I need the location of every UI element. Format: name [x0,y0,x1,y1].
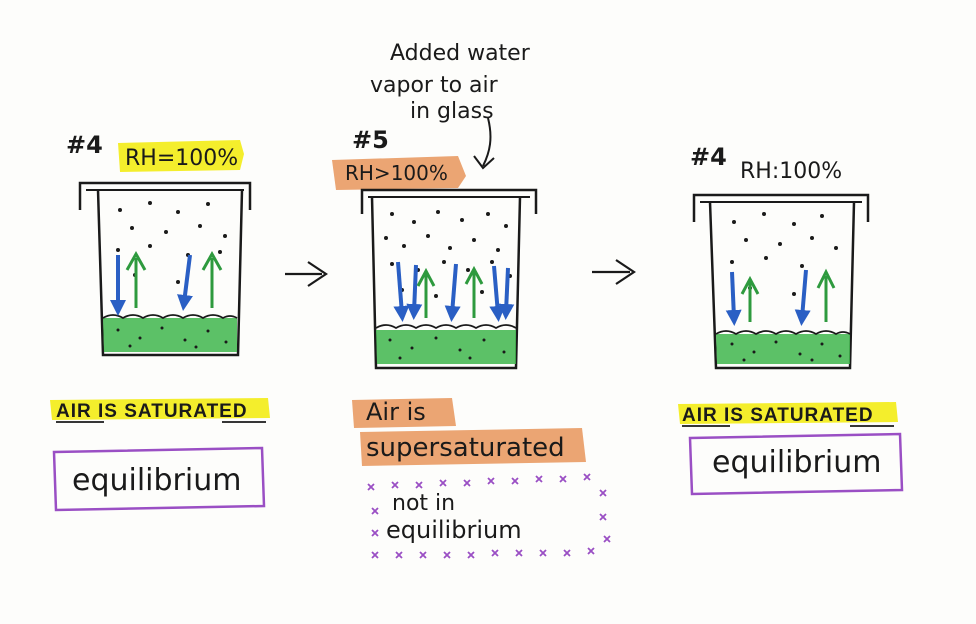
state-label-2b: supersaturated [366,433,565,463]
annotation-line-3: in glass [410,99,494,124]
glass-2 [360,188,538,370]
water-dots-3 [730,340,842,362]
condensation-arrow-2e [498,267,515,320]
condensation-arrow-2a [393,261,410,322]
state-highlight-2a [352,398,456,428]
water-1 [103,318,237,352]
state-label-3: AIR IS SATURATED [682,405,874,426]
box-label-1: equilibrium [72,463,241,498]
water-2 [376,330,516,364]
condensation-arrow-1b [177,254,193,311]
transition-arrow-2 [592,259,636,285]
water-surface-2 [375,324,517,330]
condensation-arrow-2c [444,263,461,322]
evaporation-arrow-1a [125,250,147,271]
state-highlight-1 [50,398,270,420]
purple-cross-border [367,473,611,559]
glass-1 [78,181,252,357]
panel-number-2: #5 [352,126,389,154]
state-label-1: AIR IS SATURATED [56,401,248,422]
evaporation-arrow-1b [201,250,223,271]
rh-highlight-1 [118,140,244,172]
rh-label-1: RH=100% [125,146,238,171]
glass-3 [692,193,870,370]
rh-label-3: RH:100% [740,159,842,184]
state-highlight-2b [360,428,586,466]
condensation-arrow-3b [794,269,811,326]
box-label-3: equilibrium [712,445,881,480]
water-dots-2 [388,336,506,360]
condensation-arrow-3a [725,271,742,326]
evaporation-arrow-3a [740,275,760,295]
rh-highlight-2 [332,156,466,190]
evaporation-arrow-2b [464,265,484,285]
water-3 [716,334,850,364]
water-dots-1 [116,326,228,349]
panel-2: #5 RH>100% [332,126,611,559]
water-surface-3 [715,330,851,336]
box-label-2b: equilibrium [386,516,522,544]
arrows-1 [110,250,223,316]
box-label-2a: not in [392,491,455,516]
arrows-3 [725,268,836,326]
annotation-pointer-arrowhead [473,155,495,170]
annotation-group: Added water vapor to air in glass [370,41,531,170]
water-surface-1 [102,314,238,320]
annotation-line-2: vapor to air [370,73,499,98]
vapor-dots-3 [730,212,838,296]
state-label-2a: Air is [366,398,426,426]
panel-1: #4 RH=100% [50,131,270,512]
evaporation-arrow-3b [816,268,836,289]
panel-number-3: #4 [690,143,727,171]
panel-3: #4 RH:100% [678,143,904,496]
condensation-arrow-2b [406,264,423,320]
rh-label-2: RH>100% [345,161,448,185]
vapor-dots-2 [384,210,512,298]
annotation-line-1: Added water [390,41,531,66]
equilibrium-box-1 [52,446,266,512]
not-equilibrium-box-2: not in equilibrium [367,473,611,559]
evaporation-arrow-2a [416,267,436,287]
transition-arrow-1 [285,261,328,287]
equilibrium-box-3 [688,432,904,496]
annotation-pointer-arrow [482,117,492,167]
state-highlight-3 [678,402,898,424]
panel-number-1: #4 [66,131,103,159]
vapor-dots-1 [116,201,227,284]
arrows-2 [393,261,515,322]
condensation-arrow-2d [489,265,506,322]
